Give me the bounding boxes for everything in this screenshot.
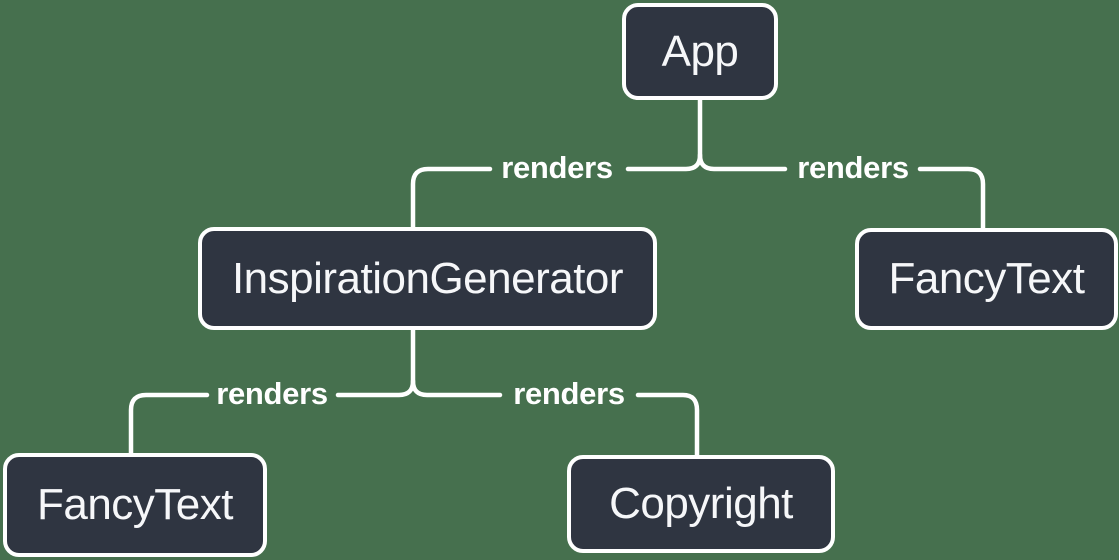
tree-node-inspiration-generator: InspirationGenerator xyxy=(198,227,657,330)
tree-node-app: App xyxy=(622,3,778,100)
tree-node-fancy-text-bottom-left-label: FancyText xyxy=(36,480,234,529)
edge-app-to-fancytext-segment-2 xyxy=(917,166,986,231)
edge-app-to-fancytext-segment-1 xyxy=(697,152,788,172)
tree-node-inspiration-generator-label: InspirationGenerator xyxy=(231,253,624,303)
edge-app-to-inspirationgenerator-segment-1 xyxy=(625,97,703,172)
tree-node-copyright-label: Copyright xyxy=(609,479,793,528)
tree-node-app-label: App xyxy=(661,26,739,76)
edge-app-to-inspirationgenerator-segment-2 xyxy=(410,166,493,230)
edge-label-inspirationgenerator-copyright: renders xyxy=(513,376,625,411)
edge-inspirationgenerator-to-fancytext-segment-1 xyxy=(335,327,416,398)
edge-label-app-fancytext: renders xyxy=(797,150,909,185)
tree-node-fancy-text-bottom-left: FancyText xyxy=(3,453,267,557)
tree-node-fancy-text-top-right-label: FancyText xyxy=(888,254,1085,303)
edge-inspirationgenerator-to-copyright-segment-1 xyxy=(410,378,503,398)
edge-label-app-inspirationgenerator: renders xyxy=(501,150,613,185)
edge-inspirationgenerator-to-copyright-segment-2 xyxy=(635,392,700,458)
tree-node-fancy-text-top-right: FancyText xyxy=(855,228,1118,330)
edge-label-inspirationgenerator-fancytext: renders xyxy=(216,376,328,411)
edge-inspirationgenerator-to-fancytext-segment-2 xyxy=(128,392,210,456)
tree-node-copyright: Copyright xyxy=(567,455,835,553)
